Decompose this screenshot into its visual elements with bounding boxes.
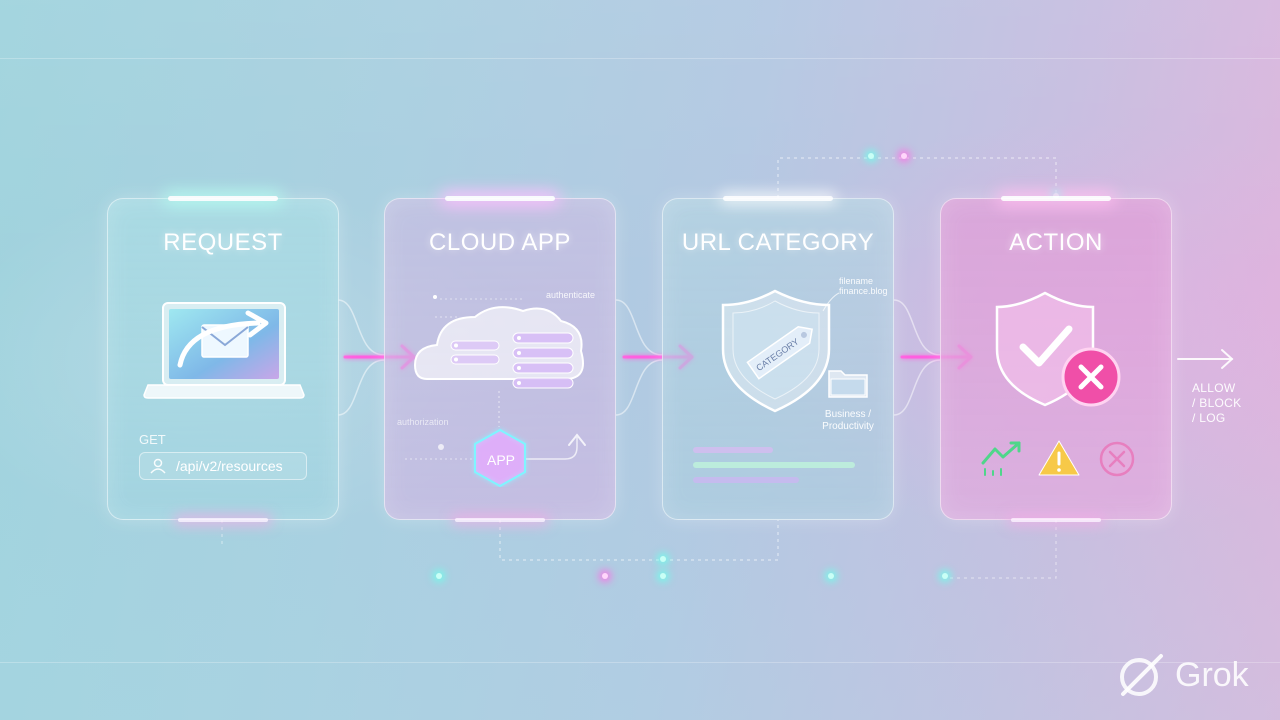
dashed-route <box>499 520 779 561</box>
stage-request-card: REQUEST GET /api/v2/resources <box>107 196 339 522</box>
stage-cloud-app-card: CLOUD APP authenticate authorization APP <box>384 196 616 522</box>
outcome-line: ALLOW <box>1192 381 1236 395</box>
glow-dot <box>901 153 907 159</box>
glow-dot <box>942 573 948 579</box>
url-meta: filename finance.blog <box>839 276 888 296</box>
stage-title: REQUEST <box>163 229 283 256</box>
glow-dot <box>436 573 442 579</box>
glow-dot <box>660 556 666 562</box>
app-chip-label: APP <box>486 452 515 468</box>
brand-name: Grok <box>1175 656 1249 694</box>
allow-trend-icon <box>981 441 1021 476</box>
folder-icon <box>828 370 868 398</box>
stage-action-card: ACTION <box>940 196 1172 522</box>
tube <box>615 299 663 356</box>
tube <box>893 299 941 356</box>
grok-logo: Grok <box>1113 650 1273 702</box>
hexagon-chip-icon <box>474 428 526 487</box>
stage-title: CLOUD APP <box>429 229 571 256</box>
card-glow <box>723 196 833 201</box>
status-icons <box>981 440 1135 477</box>
glow-dot <box>868 153 874 159</box>
stage-title: URL CATEGORY <box>681 229 875 256</box>
background-band <box>0 58 1280 59</box>
progress-bar <box>693 462 855 468</box>
server-icon <box>450 332 574 389</box>
tube <box>893 359 941 416</box>
dashed-route <box>777 157 1057 198</box>
card-glow <box>168 196 278 201</box>
outcome-line: / LOG <box>1192 411 1226 425</box>
card-glow <box>445 196 555 201</box>
warning-icon <box>1038 440 1080 476</box>
endpoint-path: /api/v2/resources <box>176 458 283 474</box>
return-arrow-icon <box>525 437 578 460</box>
shield-icon: CATEGORY <box>721 289 868 413</box>
endpoint-field: /api/v2/resources <box>139 452 307 480</box>
stage-title: ACTION <box>1009 229 1103 256</box>
user-icon <box>150 458 166 474</box>
glow-dot <box>828 573 834 579</box>
outcome-label: ALLOW / BLOCK / LOG <box>1192 381 1272 426</box>
tag-label: authorization <box>397 417 449 427</box>
block-circle-x-icon <box>1099 441 1135 477</box>
card-glow <box>178 518 268 522</box>
progress-bar <box>693 447 773 453</box>
tube <box>337 359 385 416</box>
category-line: Business / <box>824 409 872 420</box>
progress-bar <box>693 477 799 483</box>
stage-url-category-card: URL CATEGORY CATEGORY filename finance.b… <box>662 196 894 520</box>
tube <box>337 299 385 356</box>
url-meta-line: finance.blog <box>839 286 888 296</box>
card-glow <box>455 518 545 522</box>
url-meta-line: filename <box>839 276 874 286</box>
card-glow <box>1011 518 1101 522</box>
output-arrow-head <box>1221 349 1234 369</box>
request-method: GET <box>139 432 166 447</box>
card-glow <box>1001 196 1111 201</box>
tag-label: authenticate <box>546 290 596 300</box>
deny-x-icon <box>1061 347 1121 407</box>
grok-logo-icon <box>1120 654 1163 696</box>
category-line: Productivity <box>822 421 874 432</box>
outcome-line: / BLOCK <box>1192 396 1242 410</box>
glow-dot <box>602 573 608 579</box>
laptop-icon <box>143 302 305 399</box>
shield-check-icon <box>995 291 1121 407</box>
dashed-route <box>940 520 1057 579</box>
cloud-icon <box>405 295 586 487</box>
background-band <box>0 662 1280 663</box>
glow-dot <box>660 573 666 579</box>
tube <box>615 359 663 416</box>
url-category-value: Business / Productivity <box>813 409 883 433</box>
